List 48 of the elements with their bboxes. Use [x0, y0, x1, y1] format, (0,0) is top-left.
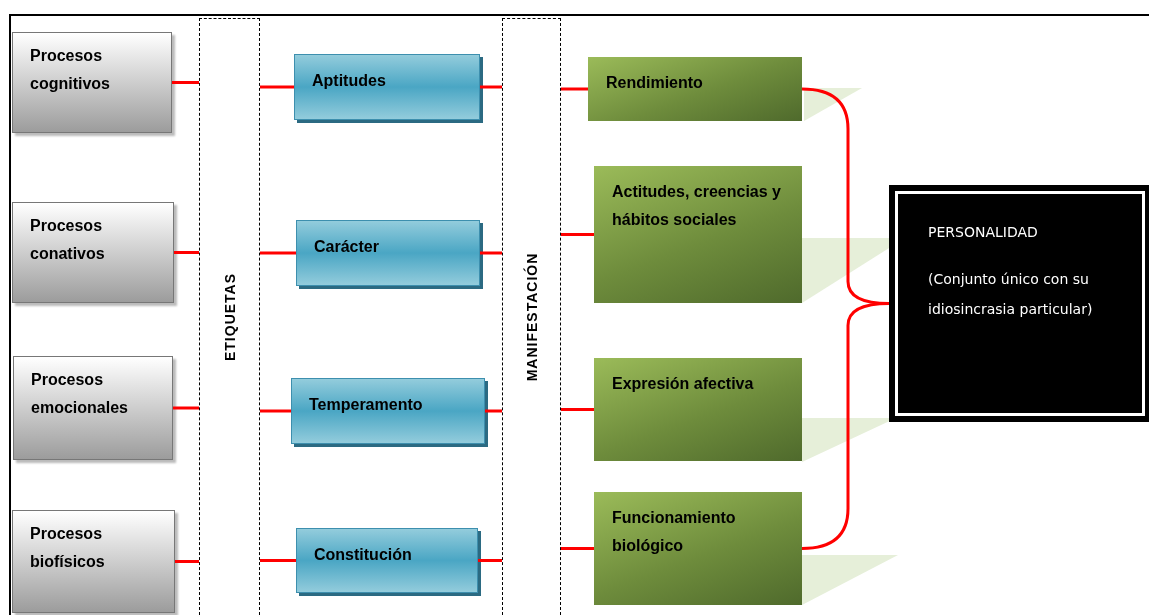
- connector-line: [480, 251, 502, 255]
- connector-line: [260, 409, 291, 413]
- connector-line: [172, 81, 199, 84]
- category-box: [291, 378, 485, 444]
- connector-line: [173, 406, 199, 410]
- connector-line: [175, 560, 199, 563]
- connector-line: [260, 559, 296, 562]
- box-label: Aptitudes: [312, 71, 386, 91]
- connector-line: [174, 251, 199, 254]
- manifestation-box: [594, 358, 802, 461]
- heading-text: PERSONALIDAD: [928, 223, 1039, 242]
- connector-line: [260, 251, 296, 255]
- box-label: Actitudes, creencias y hábitos sociales: [612, 182, 782, 230]
- connector-line: [485, 409, 502, 413]
- manifestation-box: [594, 166, 802, 303]
- connector-line: [478, 559, 502, 562]
- manifestation-box: [594, 492, 802, 605]
- process-box: [13, 356, 173, 460]
- box-label: Funcionamiento biológico: [612, 508, 737, 556]
- dashed-band: [502, 18, 561, 615]
- box-label: Procesos conativos: [30, 216, 106, 264]
- connector-line: [561, 547, 594, 550]
- box-label: Procesos biofísicos: [30, 524, 106, 572]
- connector-line: [561, 233, 594, 236]
- description-text: (Conjunto único con su idiosincrasia particular): [928, 270, 1094, 319]
- connector-line: [561, 408, 594, 411]
- box-label: Procesos emocionales: [31, 370, 129, 418]
- manifestation-box: [588, 57, 802, 121]
- box-label: Procesos cognitivos: [30, 46, 111, 94]
- process-box: [12, 510, 175, 613]
- connector-line: [480, 85, 502, 89]
- dashed-band: [199, 18, 260, 615]
- box-label: Expresión afectiva: [612, 374, 754, 394]
- connector-line: [561, 87, 588, 91]
- box-label: Constitución: [314, 545, 412, 565]
- band-label: ETIQUETAS: [221, 272, 238, 362]
- box-label: Carácter: [314, 237, 379, 257]
- category-box: [296, 220, 480, 286]
- process-box: [12, 32, 172, 133]
- result-box: [889, 185, 1149, 422]
- band-label: MANIFESTACIÓN: [523, 252, 540, 382]
- box-label: Temperamento: [309, 395, 423, 415]
- box-label: Rendimiento: [606, 73, 703, 93]
- category-box: [296, 528, 478, 593]
- brace-connector: [801, 302, 890, 550]
- connector-line: [260, 85, 294, 89]
- category-box: [294, 54, 480, 120]
- process-box: [12, 202, 174, 303]
